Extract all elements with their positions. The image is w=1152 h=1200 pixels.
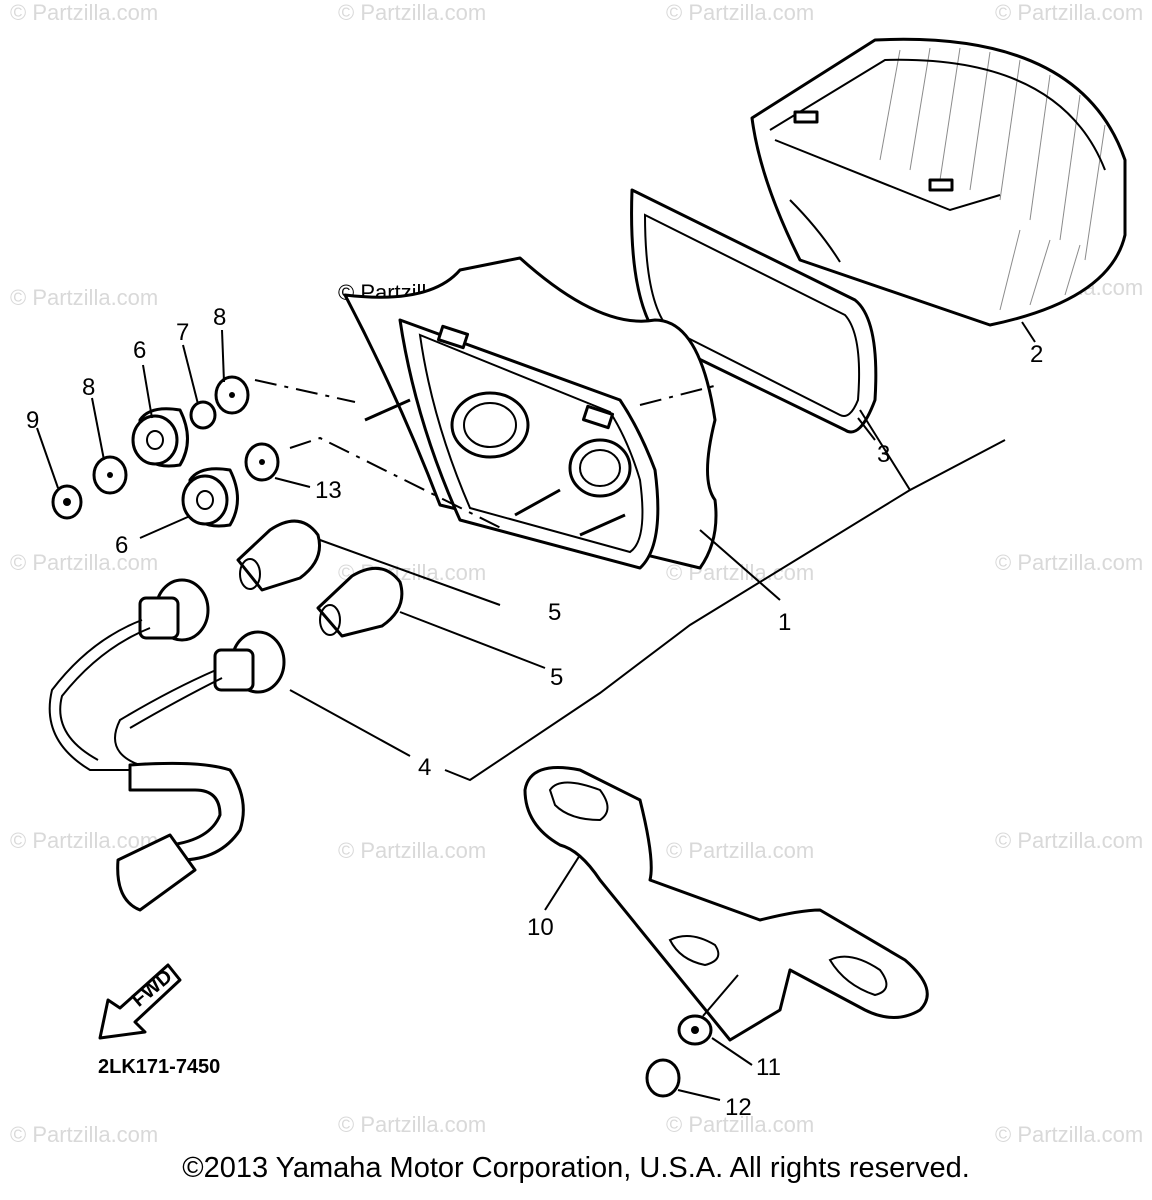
callout-13: 13 [315, 477, 342, 504]
part-9-nut [51, 484, 83, 520]
callout-12: 12 [725, 1094, 752, 1121]
watermark: © Partzilla.com [338, 1112, 486, 1137]
watermark: © Partzilla.com [995, 0, 1143, 25]
watermark: © Partzilla.com [666, 0, 814, 25]
callout-4: 4 [418, 754, 431, 781]
callout-5a: 5 [548, 599, 561, 626]
watermark-grid: © Partzilla.com © Partzilla.com © Partzi… [10, 0, 1143, 1147]
assembly-line [289, 436, 506, 531]
part-code: 2LK171-7450 [98, 1056, 220, 1078]
watermark: © Partzilla.com [10, 828, 158, 853]
part-6-grommet-lower [181, 467, 239, 528]
watermark: © Partzilla.com [10, 550, 158, 575]
leader-lines [36, 321, 1036, 1101]
watermark: © Partzilla.com [10, 285, 158, 310]
callout-9: 9 [26, 407, 39, 434]
part-5-bulb-lower [316, 566, 404, 638]
callout-3: 3 [877, 441, 890, 468]
callout-8a: 8 [213, 304, 226, 331]
part-11-bolt [677, 1014, 713, 1046]
callout-11: 11 [756, 1054, 781, 1081]
callout-1: 1 [778, 609, 791, 636]
part-13-washer [244, 442, 280, 482]
watermark: © Partzilla.com [995, 1122, 1143, 1147]
callout-6b: 6 [115, 532, 128, 559]
part-3-gasket [630, 188, 878, 434]
callout-7: 7 [176, 319, 189, 346]
part-12-nut [645, 1058, 681, 1098]
watermark: © Partzilla.com [10, 1122, 158, 1147]
watermark: © Partzilla.com [995, 828, 1143, 853]
watermark: © Partzilla.com [666, 1112, 814, 1137]
part-7-collar [189, 400, 217, 430]
part-8-washer [214, 375, 250, 415]
callout-10: 10 [527, 914, 554, 941]
part-5-bulb-upper [236, 519, 321, 592]
watermark: © Partzilla.com [338, 0, 486, 25]
watermark: © Partzilla.com [995, 550, 1143, 575]
callout-2: 2 [1030, 341, 1043, 368]
watermark: © Partzilla.com [666, 838, 814, 863]
part-8-washer [92, 455, 128, 495]
watermark: © Partzilla.com [10, 0, 158, 25]
assembly-line [639, 384, 719, 406]
fwd-arrow-icon: FWD [98, 963, 182, 1040]
group-bracket [444, 409, 1006, 782]
callout-5b: 5 [550, 664, 563, 691]
part-6-grommet-upper [131, 407, 189, 468]
part-4-wire-harness [48, 578, 286, 912]
watermark: © Partzilla.com [338, 838, 486, 863]
callout-6a: 6 [133, 337, 146, 364]
copyright-notice: ©2013 Yamaha Motor Corporation, U.S.A. A… [182, 1152, 970, 1184]
part-2-lens [750, 37, 1127, 327]
assembly-line [254, 379, 356, 403]
callout-8b: 8 [82, 374, 95, 401]
part-10-bracket [523, 766, 929, 1042]
part-1-housing [343, 256, 718, 570]
